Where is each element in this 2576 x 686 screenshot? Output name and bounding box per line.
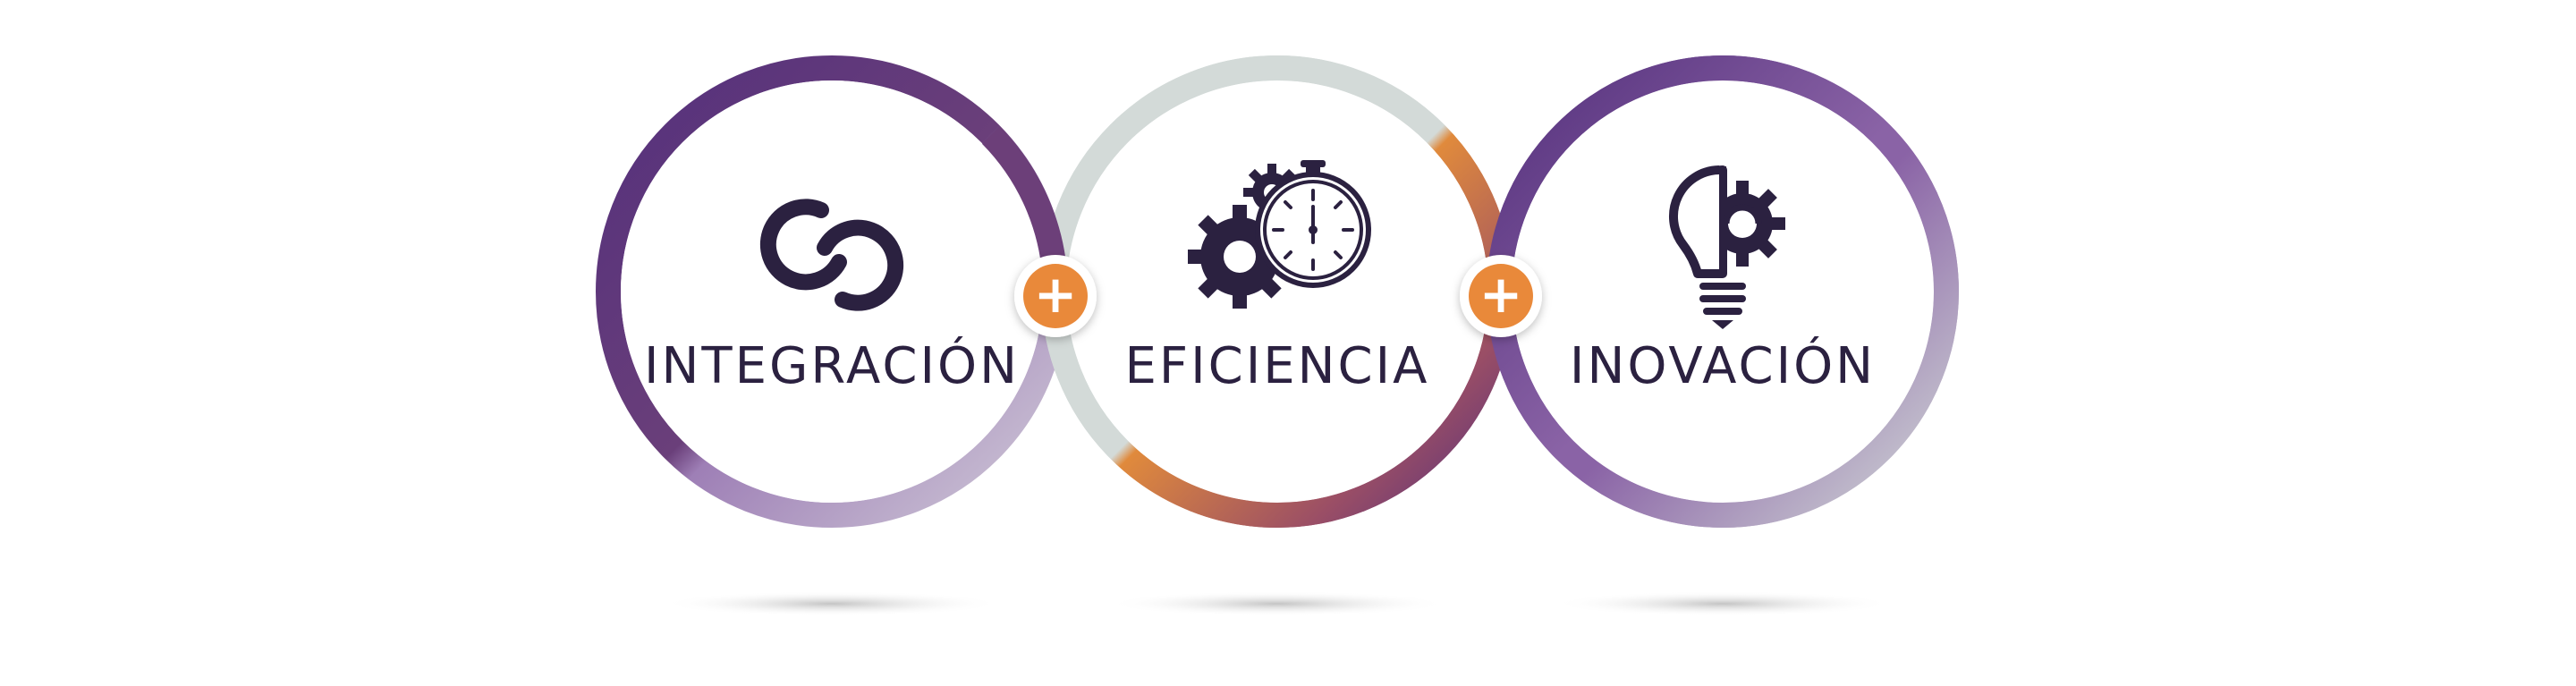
lightbulb-gear-icon — [1668, 165, 1785, 329]
gears-stopwatch-icon — [1188, 160, 1371, 309]
link-icon — [759, 199, 904, 311]
floor-shadow — [1107, 591, 1447, 616]
plus-connector: + — [1014, 255, 1097, 337]
ring-inovacion-inner — [1512, 80, 1934, 503]
floor-shadow — [662, 591, 1002, 616]
plus-icon: + — [1479, 264, 1523, 325]
item-label-inovacion: INOVACIÓN — [1570, 337, 1876, 395]
item-label-integracion: INTEGRACIÓN — [644, 337, 1020, 395]
floor-shadow — [1553, 591, 1893, 616]
item-label-eficiencia: EFICIENCIA — [1125, 337, 1430, 395]
ring-integracion-inner — [621, 80, 1043, 503]
plus-connector: + — [1460, 255, 1542, 337]
plus-icon: + — [1034, 264, 1078, 325]
